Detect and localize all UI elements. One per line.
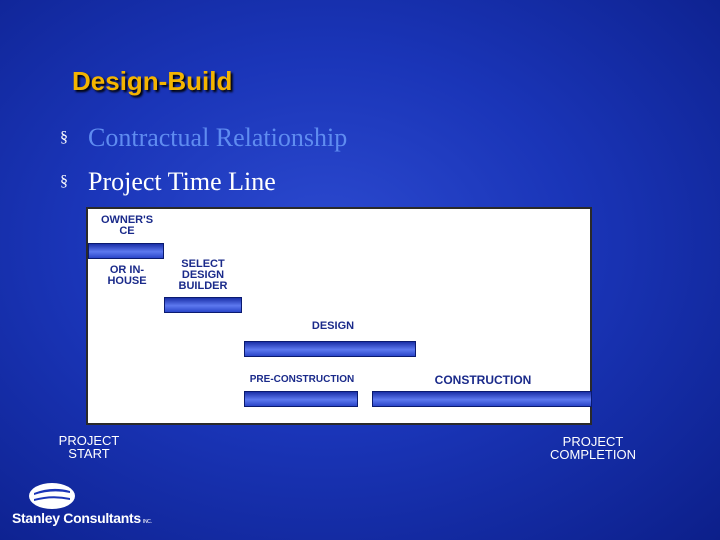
logo-suffix: INC. [142,519,152,525]
label-construction: CONSTRUCTION [434,373,532,387]
bullet-marker: § [60,129,68,146]
bar-owners-ce [88,243,164,259]
bullet-marker: § [60,173,68,190]
bullet-list: § Contractual Relationship § Project Tim… [60,116,347,204]
project-start-label: PROJECT START [58,433,120,461]
logo-name: Stanley Consultants [12,510,141,526]
label-design: DESIGN [311,320,355,332]
label-owners-ce: OWNER'S CE [100,214,154,237]
project-completion-label: PROJECT COMPLETION [550,434,636,462]
bar-design [244,341,416,357]
timeline-panel: OWNER'S CE OR IN-HOUSE SELECT DESIGN BUI… [86,207,592,425]
bar-select-design-builder [164,297,242,313]
bar-pre-construction [244,391,358,407]
bullet-text: Contractual Relationship [88,123,348,152]
bullet-item: § Project Time Line [60,160,347,204]
label-or-in-house: OR IN-HOUSE [107,264,147,287]
label-pre-construction: PRE-CONSTRUCTION [249,374,355,385]
logo-mark-icon [29,483,75,509]
bullet-text: Project Time Line [88,167,276,196]
bar-construction [372,391,592,407]
bullet-item: § Contractual Relationship [60,116,347,160]
label-select-design-builder: SELECT DESIGN BUILDER [178,258,228,292]
slide-title: Design-Build [72,66,233,96]
